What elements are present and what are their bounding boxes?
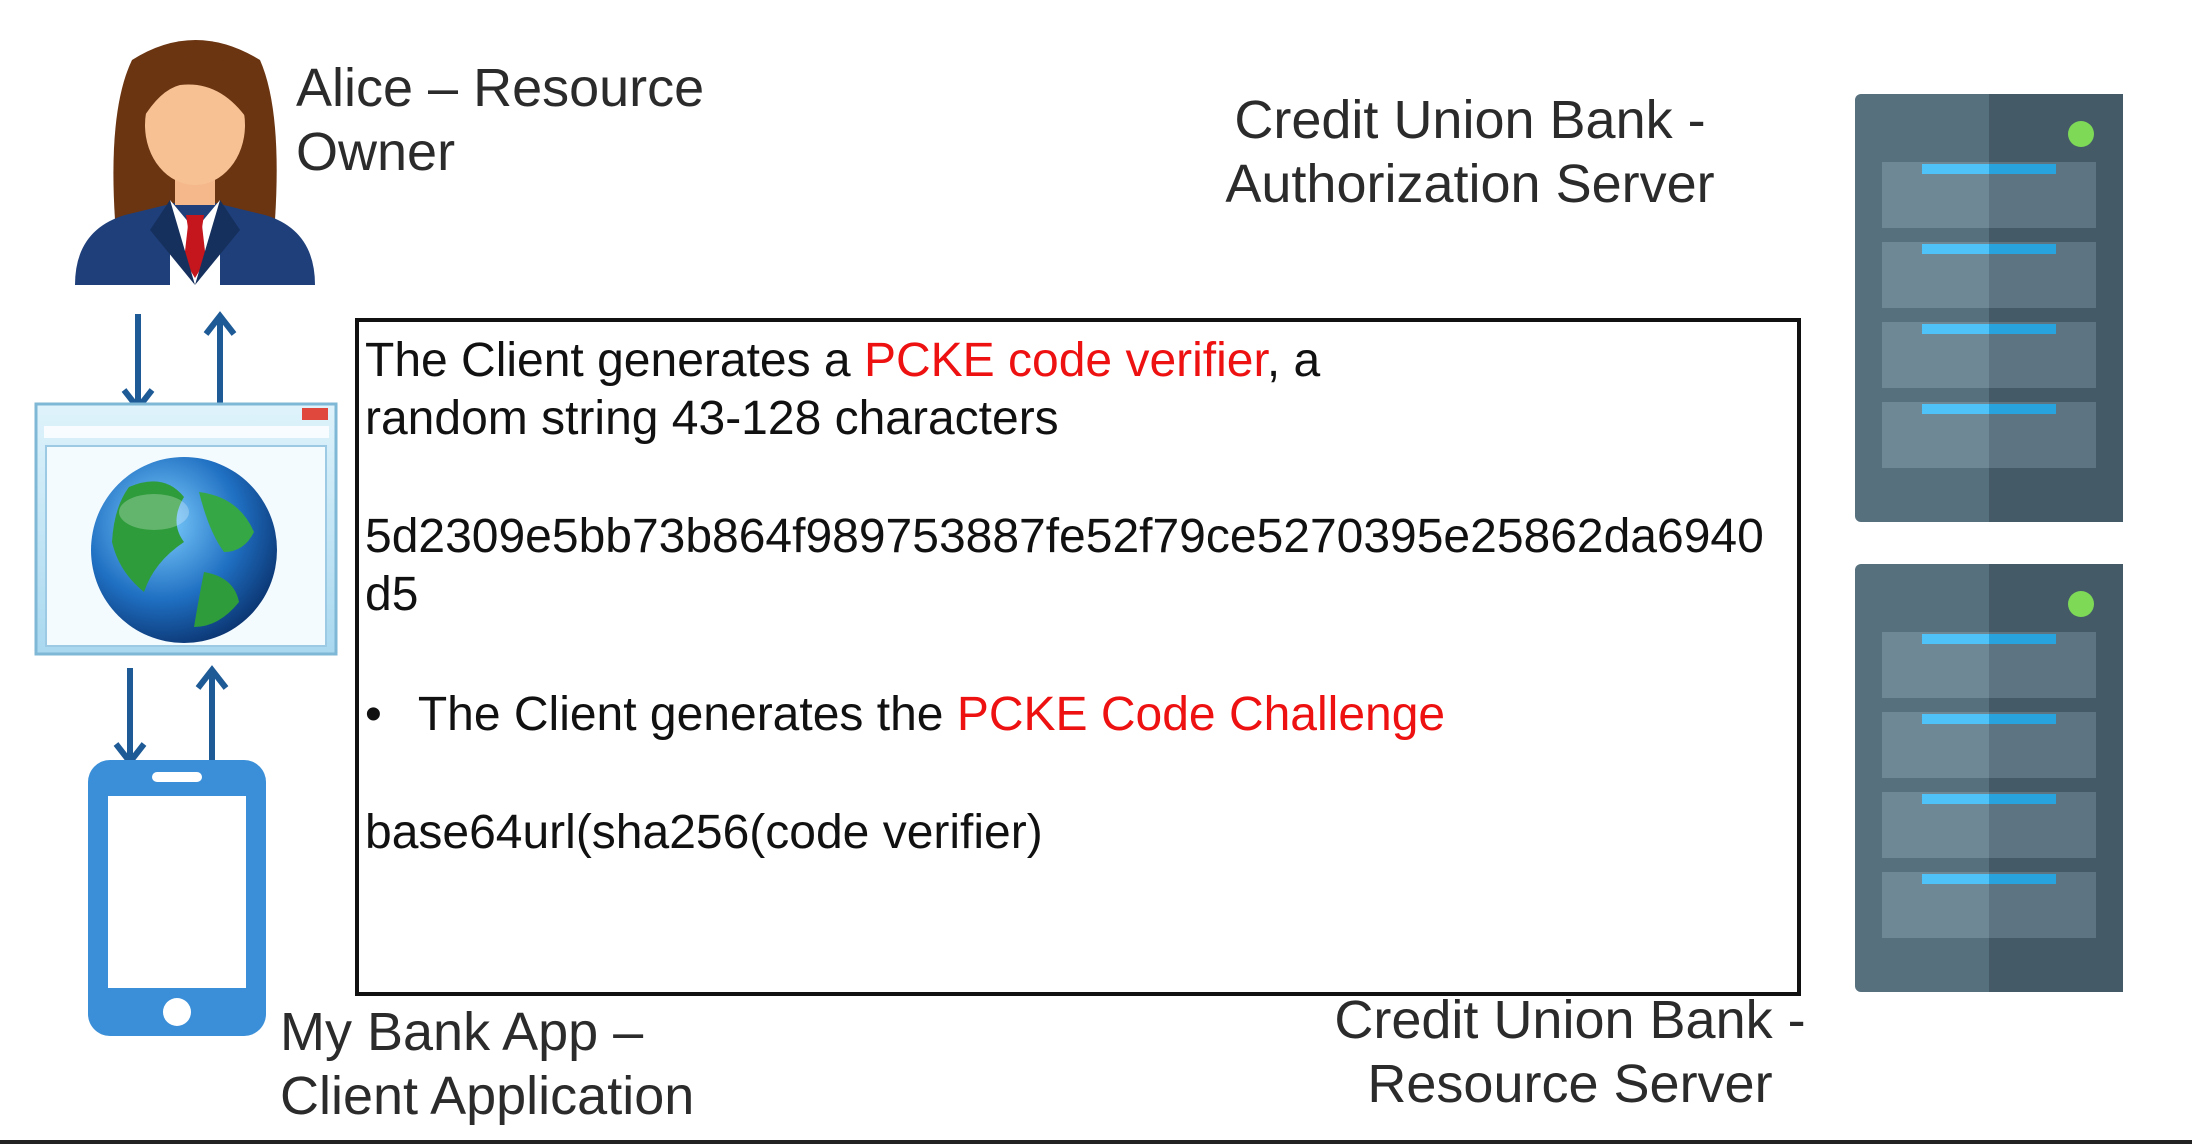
box-line-2: random string 43-128 characters [365,392,1059,445]
auth-server-label-line2: Authorization Server [1225,154,1715,214]
smartphone-icon [88,760,266,1036]
resource-owner-label-line2: Owner [296,122,456,182]
pkce-code-challenge-highlight: PCKE Code Challenge [956,688,1446,741]
box-line-1: The Client generates a PCKE code verifie… [365,332,1320,390]
bullet-marker: • [365,688,382,741]
bullet-item: • The Client generates the PCKE Code Chal… [365,686,1445,744]
browser-globe-icon [34,402,338,656]
pkce-code-verifier-highlight: PCKE code verifier [863,334,1267,387]
resource-server-label-line2: Resource Server [1367,1054,1773,1114]
auth-server-label-line1: Credit Union Bank - [1234,90,1706,150]
bottom-divider [0,1140,2192,1144]
woman-avatar-icon [75,40,315,285]
server-icon [1855,94,2123,522]
code-verifier-value-line1: 5d2309e5bb73b864f989753887fe52f79ce52703… [365,510,1764,563]
arrow-down-icon [113,668,147,767]
code-challenge-formula: base64url(sha256(code verifier) [365,806,1043,859]
box-line-1-post: , a [1266,334,1321,387]
bullet-pre: The Client generates the [417,688,957,741]
arrow-up-icon [203,311,237,410]
arrow-up-icon [195,665,229,764]
box-line-1-pre: The Client generates a [365,334,864,387]
client-app-label-line1: My Bank App – [280,1002,644,1062]
server-icon [1855,564,2123,992]
pkce-explanation-box: The Client generates a PCKE code verifie… [355,318,1801,996]
resource-server-label-line1: Credit Union Bank - [1334,990,1806,1050]
resource-owner-label-line1: Alice – Resource [296,58,705,118]
code-verifier-value-line2: d5 [365,568,419,621]
client-app-label-line2: Client Application [280,1066,695,1126]
